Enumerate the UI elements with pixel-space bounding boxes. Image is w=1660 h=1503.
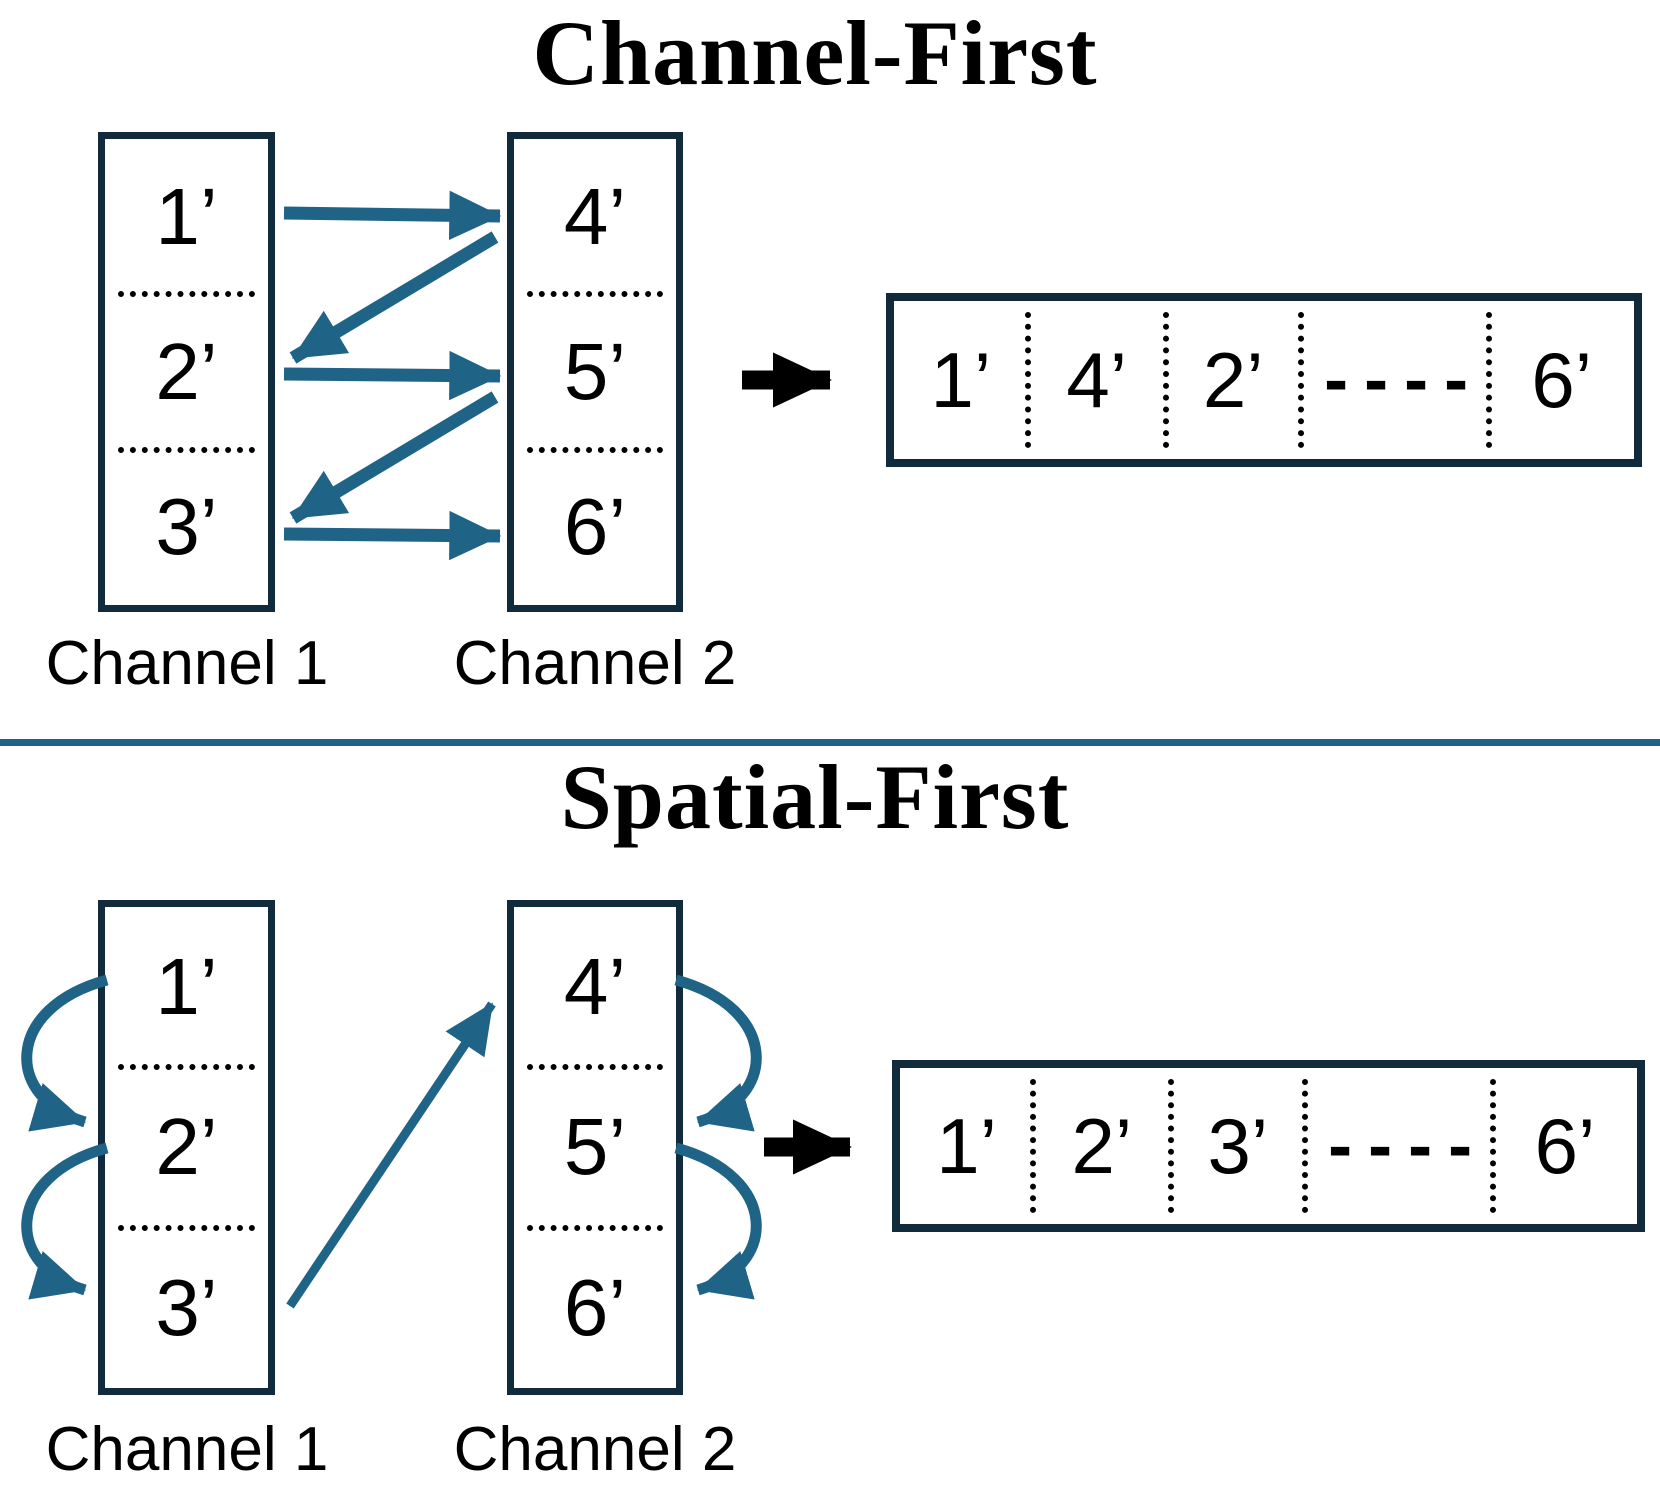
bottom-memory-cell-3: 3’ [1167,1068,1306,1224]
bottom-memory-cell-6: 6’ [1490,1068,1637,1224]
arc-4p-to-5p [674,974,762,1132]
cell-label: 2’ [155,1102,218,1192]
bottom-memory-cell-2: 2’ [1030,1068,1170,1224]
top-channel2-cell-4: 4’ [514,139,676,298]
bottom-channel1-cell-2: 2’ [105,1067,268,1231]
top-memory-cell-2: 4’ [1024,301,1166,459]
bottom-channel2-box: 4’ 5’ 6’ [507,900,683,1395]
dash-placeholder: - - - - [1328,1106,1472,1186]
bottom-channel1-box: 1’ 2’ 3’ [98,900,275,1395]
top-channel2-cell-5: 5’ [514,294,676,453]
top-channel1-cell-1: 1’ [105,139,268,298]
arrow-1p-to-4p [283,190,502,240]
top-channel1-box: 1’ 2’ 3’ [98,132,275,612]
arrow-3p-to-4p [286,1001,496,1309]
bottom-channel2-label: Channel 2 [453,1415,737,1484]
dash-placeholder: - - - - [1324,340,1468,420]
top-channel2-cell-6: 6’ [514,450,676,605]
top-memory-cell-3: 2’ [1162,301,1301,459]
cell-label: 2’ [1202,335,1264,424]
cell-label: 1’ [155,942,218,1032]
cell-label: 4’ [563,942,627,1032]
arc-5p-to-6p [674,1142,762,1300]
top-channel1-cell-3: 3’ [105,450,268,605]
bottom-channel1-cell-1: 1’ [105,907,268,1071]
top-channel1-cell-2: 2’ [105,294,268,453]
section-divider [0,739,1660,746]
bottom-channel1-cell-3: 3’ [105,1228,268,1388]
cell-label: 5’ [563,1102,627,1192]
top-memory-gap-cell: - - - - [1297,301,1490,459]
arrow-4p-to-2p [289,231,499,364]
cell-label: 5’ [563,326,627,416]
cell-label: 6’ [1531,335,1593,424]
cell-label: 3’ [155,482,218,572]
cell-label: 4’ [563,171,627,261]
arc-1p-to-2p [21,974,109,1132]
top-channel1-label: Channel 1 [45,629,329,698]
arc-2p-to-3p [21,1142,109,1300]
cell-label: 6’ [563,1262,627,1352]
top-channel2-box: 4’ 5’ 6’ [507,132,683,612]
cell-label: 1’ [936,1101,997,1190]
arrow-3p-to-6p [283,510,502,561]
arrow-5p-to-3p [289,391,499,524]
cell-label: 6’ [563,482,627,572]
bottom-memory-box: 1’ 2’ 3’ - - - - 6’ [892,1060,1645,1232]
channel-first-title: Channel-First [532,2,1098,104]
top-memory-cell-6: 6’ [1486,301,1634,459]
bottom-channel2-cell-6: 6’ [514,1228,676,1388]
top-channel2-label: Channel 2 [453,629,737,698]
cell-label: 3’ [155,1262,218,1352]
top-memory-cell-1: 1’ [894,301,1028,459]
cell-label: 2’ [155,326,218,416]
bottom-channel2-cell-5: 5’ [514,1067,676,1231]
cell-label: 3’ [1207,1101,1269,1190]
cell-label: 6’ [1534,1101,1596,1190]
cell-label: 1’ [930,335,992,424]
bottom-channel1-label: Channel 1 [45,1415,329,1484]
spatial-first-title: Spatial-First [560,746,1070,848]
bottom-channel2-cell-4: 4’ [514,907,676,1071]
cell-label: 2’ [1071,1101,1133,1190]
bottom-memory-cell-1: 1’ [900,1068,1033,1224]
arrow-2p-to-5p [283,350,502,401]
top-memory-box: 1’ 4’ 2’ - - - - 6’ [886,293,1642,467]
cell-label: 4’ [1066,335,1128,424]
cell-label: 1’ [155,171,218,261]
bottom-memory-gap-cell: - - - - [1302,1068,1493,1224]
